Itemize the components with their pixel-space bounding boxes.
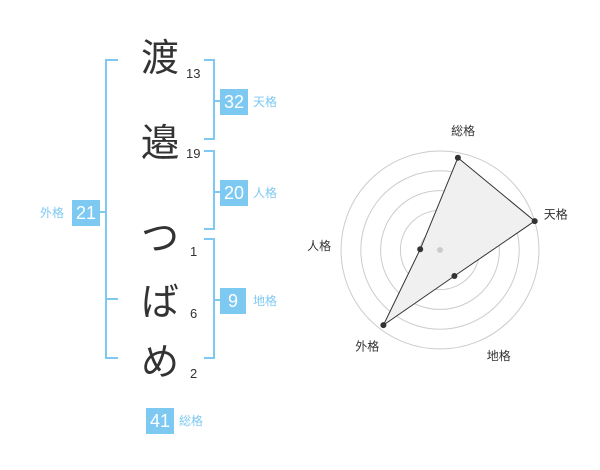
name-char-3: つ (140, 216, 179, 260)
chikaku-label: 地格 (253, 294, 278, 308)
radar-ring-4 (360, 170, 520, 330)
radar-point-4 (417, 246, 424, 253)
radar-axis-label-3: 外格 (355, 339, 379, 354)
chikaku-bracket (204, 238, 215, 359)
soukaku-value: 41 (146, 408, 174, 434)
jinkaku-label: 人格 (253, 186, 278, 200)
tenkaku-label: 天格 (253, 95, 278, 109)
jinkaku-bracket (204, 150, 215, 230)
chikaku-value: 9 (220, 288, 246, 314)
stroke-count-3: 1 (190, 244, 198, 259)
stroke-count-1: 13 (186, 66, 201, 81)
radar-axis-label-1: 天格 (544, 207, 568, 222)
stroke-count-2: 19 (186, 146, 201, 161)
radar-ring-5 (340, 150, 540, 350)
name-char-4: ば (140, 280, 179, 324)
radar-center-marker (437, 247, 443, 253)
name-char-5: め (140, 340, 179, 384)
radar-axis-label-2: 地格 (487, 348, 511, 363)
stroke-count-5: 2 (190, 366, 198, 381)
name-char-1: 渡 (140, 36, 179, 80)
jinkaku-value: 20 (220, 180, 248, 206)
gaikaku-bracket (105, 59, 118, 359)
radar-points (380, 154, 538, 329)
soukaku-label: 総格 (179, 414, 204, 428)
radar-ring-3 (380, 190, 500, 310)
gaikaku-value: 21 (72, 200, 100, 226)
gaikaku-label: 外格 (40, 206, 65, 220)
tenkaku-value: 32 (220, 89, 248, 115)
radar-point-2 (451, 273, 458, 279)
radar-area (382, 156, 536, 327)
stroke-count-4: 6 (190, 306, 198, 321)
radar-axis-label-4: 人格 (307, 238, 331, 253)
name-char-2: 邉 (140, 121, 179, 165)
radar-point-0 (454, 154, 461, 161)
radar-point-1 (531, 218, 538, 225)
radar-axis-label-0: 総格 (451, 123, 475, 138)
radar-point-3 (380, 322, 387, 329)
tenkaku-bracket (204, 59, 215, 140)
